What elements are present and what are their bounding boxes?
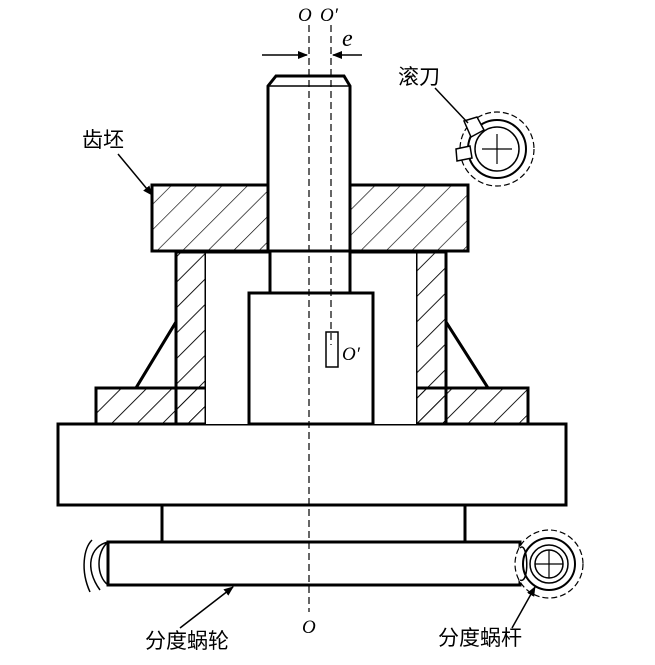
rod-break-left [83, 539, 109, 593]
support-column [160, 503, 467, 544]
gear-blank-leader [117, 153, 153, 196]
index-worm-wheel-label: 分度蜗轮 [145, 629, 229, 653]
gear-blank-label: 齿坯 [82, 128, 124, 152]
worm-wheel-rod [106, 540, 522, 587]
hob-label: 滚刀 [398, 65, 440, 89]
hob-leader [434, 87, 469, 124]
hob-tooth-lower [455, 145, 473, 162]
worm-leader [511, 586, 536, 629]
hob [455, 111, 535, 187]
gear-blank-right [348, 183, 470, 253]
axis-top-o-prime-label: O′ [320, 5, 339, 26]
inner-o-prime-label: O′ [342, 344, 361, 365]
key-slot [325, 331, 339, 368]
worm-wheel-leader [179, 586, 234, 629]
right-rib [444, 316, 491, 390]
gear-blank-left [150, 183, 270, 253]
axis-bottom-o-label: O [302, 617, 316, 638]
index-worm-label: 分度蜗杆 [438, 626, 522, 650]
right-wall [414, 250, 448, 426]
index-worm [514, 529, 584, 599]
table-plate [56, 422, 568, 507]
axis-top-o-label: O [298, 5, 312, 26]
inner-sleeve [247, 291, 375, 426]
left-rib [133, 316, 178, 390]
left-wall [174, 250, 208, 426]
mandrel-lower [268, 249, 352, 295]
eccentricity-label: e [342, 26, 353, 52]
hob-tooth-upper [462, 116, 486, 139]
